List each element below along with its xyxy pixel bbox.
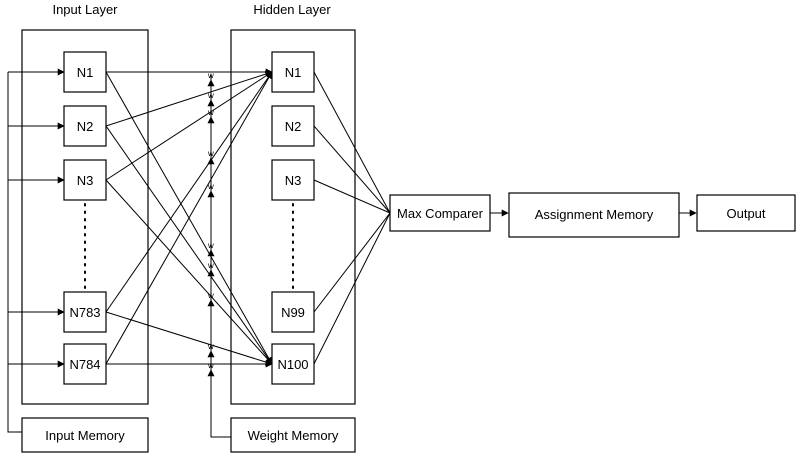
hidden-layer-title: Hidden Layer <box>253 2 331 17</box>
input-memory-block: Input Memory <box>21 417 149 453</box>
hidden-node-label: N3 <box>285 173 302 188</box>
hidden-node-label: N2 <box>285 119 302 134</box>
hidden-to-comparer-lines <box>313 71 391 365</box>
hidden-node-label: N99 <box>281 305 305 320</box>
input-node-label: N1 <box>77 65 94 80</box>
hidden-node-n2: N2 <box>271 105 315 147</box>
input-node-n3: N3 <box>63 159 107 201</box>
input-node-n783: N783 <box>63 291 107 333</box>
input-node-label: N784 <box>69 357 100 372</box>
weight-connection-line <box>105 71 273 181</box>
max-comparer-label: Max Comparer <box>397 206 484 221</box>
input-memory-bus <box>7 72 22 433</box>
hidden-node-n1: N1 <box>271 51 315 93</box>
input-node-label: N783 <box>69 305 100 320</box>
weight-memory-block: Weight Memory <box>230 417 356 453</box>
weight-connection-line <box>105 70 273 127</box>
input-memory-label: Input Memory <box>45 428 125 443</box>
output-label: Output <box>726 206 765 221</box>
weight-connection-line <box>105 125 273 365</box>
connection-lines <box>105 68 273 368</box>
input-node-n1: N1 <box>63 51 107 93</box>
hidden-node-n100: N100 <box>271 343 315 385</box>
weight-memory-label: Weight Memory <box>248 428 339 443</box>
hidden-node-label: N100 <box>277 357 308 372</box>
hidden-node-label: N1 <box>285 65 302 80</box>
weight-connection-line <box>105 71 273 365</box>
output-block: Output <box>696 194 796 232</box>
input-node-label: N3 <box>77 173 94 188</box>
weight-connection-line <box>105 311 273 366</box>
input-node-n2: N2 <box>63 105 107 147</box>
input-layer-title: Input Layer <box>52 2 118 17</box>
input-memory-feed-lines <box>7 68 65 433</box>
input-node-label: N2 <box>77 119 94 134</box>
weight-connection-line <box>105 179 273 365</box>
hidden-node-n99: N99 <box>271 291 315 333</box>
weight-memory-bus <box>210 75 231 438</box>
max-comparer-block: Max Comparer <box>389 194 491 232</box>
input-node-n784: N784 <box>63 343 107 385</box>
weight-connection-line <box>105 71 273 313</box>
hidden-node-n3: N3 <box>271 159 315 201</box>
assignment-memory-label: Assignment Memory <box>535 207 654 222</box>
assignment-memory-block: Assignment Memory <box>508 192 680 238</box>
